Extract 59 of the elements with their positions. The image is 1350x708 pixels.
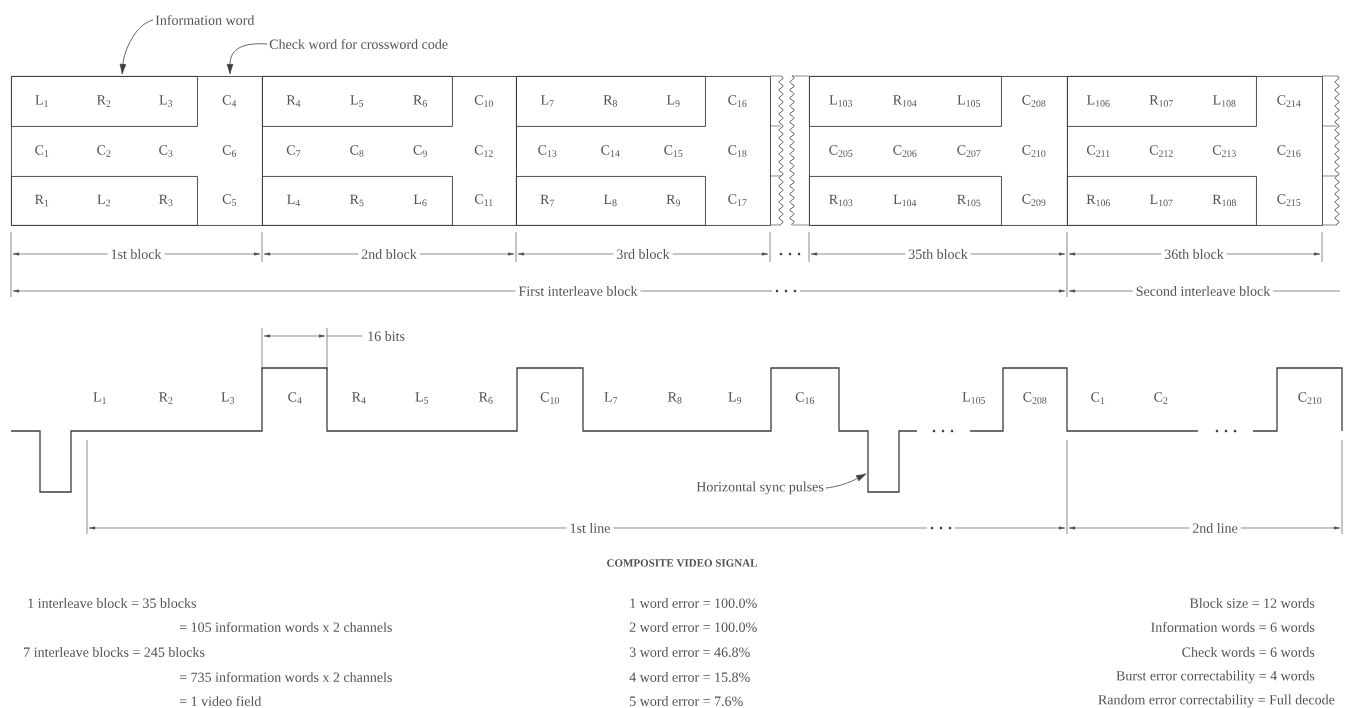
note-text: 5 word error = 7.6%	[630, 696, 743, 706]
info-word-box: R$_{1}$ L$_{2}$ R$_{3}$	[11, 176, 198, 226]
info-word-box: R$_{103}$ L$_{104}$ R$_{105}$	[809, 176, 1002, 226]
dimension-label: 2nd block	[358, 246, 420, 262]
word-label: C$_{1}$	[1091, 392, 1105, 404]
note-text: Information words = 6 words	[1151, 622, 1315, 632]
dimension-label: 3rd block	[613, 246, 673, 262]
dimension-label: Second interleave block	[1132, 283, 1274, 299]
info-word-box: L$_{1}$ R$_{2}$ L$_{3}$	[11, 76, 198, 127]
caption: COMPOSITE VIDEO SIGNAL	[607, 559, 757, 567]
word-label: R$_{2}$	[159, 392, 173, 404]
dimension-label: 35th block	[905, 246, 971, 262]
note-text: Burst error correctability = 4 words	[1116, 670, 1315, 684]
info-word-box: R$_{4}$ L$_{5}$ R$_{6}$	[262, 76, 453, 127]
info-word-box: L$_{106}$ R$_{107}$ L$_{108}$	[1067, 76, 1257, 127]
dimension-label: 16 bits	[364, 328, 408, 344]
leader-line	[119, 19, 154, 75]
info-word-box: R$_{7}$ L$_{8}$ R$_{9}$	[516, 176, 706, 226]
note-text: = 735 information words x 2 channels	[179, 672, 392, 682]
note-text: 1 word error = 100.0%	[630, 598, 757, 608]
word-label: C$_{10}$	[540, 392, 559, 404]
word-label: L$_{9}$	[728, 392, 742, 404]
dimension-label: 2nd line	[1189, 520, 1241, 536]
leader-line	[226, 43, 268, 75]
word-label: C$_{208}$	[1023, 392, 1047, 404]
note-text: = 105 information words x 2 channels	[179, 622, 392, 632]
word-label: L$_{7}$	[604, 392, 618, 404]
note-text: Random error correctability = Full decode	[1098, 694, 1335, 708]
word-label: L$_{1}$	[93, 392, 106, 404]
note-text: 4 word error = 15.8%	[629, 672, 750, 682]
info-word-box: L$_{7}$ R$_{8}$ L$_{9}$	[516, 76, 706, 127]
word-label: L$_{5}$	[415, 392, 429, 404]
word-label: L$_{105}$	[962, 392, 985, 404]
note-text: 1 interleave block = 35 blocks	[28, 598, 196, 608]
note-text: 3 word error = 46.8%	[629, 647, 750, 657]
leader-line	[825, 473, 867, 489]
callout-text: Horizontal sync pulses	[696, 481, 824, 495]
word-label: C$_{210}$	[1298, 392, 1322, 404]
word-label: C$_{4}$	[288, 392, 302, 404]
callout-text: Check word for crossword code	[269, 39, 448, 49]
note-text: 7 interleave blocks = 245 blocks	[24, 647, 205, 657]
info-word-box: L$_{4}$ R$_{5}$ L$_{6}$	[262, 176, 453, 226]
word-label: L$_{3}$	[221, 392, 235, 404]
word-label: C$_{2}$	[1154, 392, 1168, 404]
info-word-box: R$_{106}$ L$_{107}$ R$_{108}$	[1067, 176, 1257, 226]
dimension-label: 1st block	[107, 246, 165, 262]
note-text: = 1 video field	[179, 696, 262, 706]
dimension-label: 36th block	[1161, 246, 1227, 262]
word-label: R$_{6}$	[479, 392, 493, 404]
note-text: 2 word error = 100.0%	[629, 622, 757, 632]
note-text: Check words = 6 words	[1182, 647, 1315, 657]
dimension-label: First interleave block	[515, 283, 641, 299]
word-label: R$_{4}$	[352, 392, 366, 404]
word-label: R$_{8}$	[668, 392, 682, 404]
info-word-box: L$_{103}$ R$_{104}$ L$_{105}$	[809, 76, 1002, 127]
dimension-label: 1st line	[566, 520, 614, 536]
callout-text: Information word	[155, 15, 255, 25]
word-label: C$_{16}$	[795, 392, 815, 404]
note-text: Block size = 12 words	[1189, 598, 1315, 608]
